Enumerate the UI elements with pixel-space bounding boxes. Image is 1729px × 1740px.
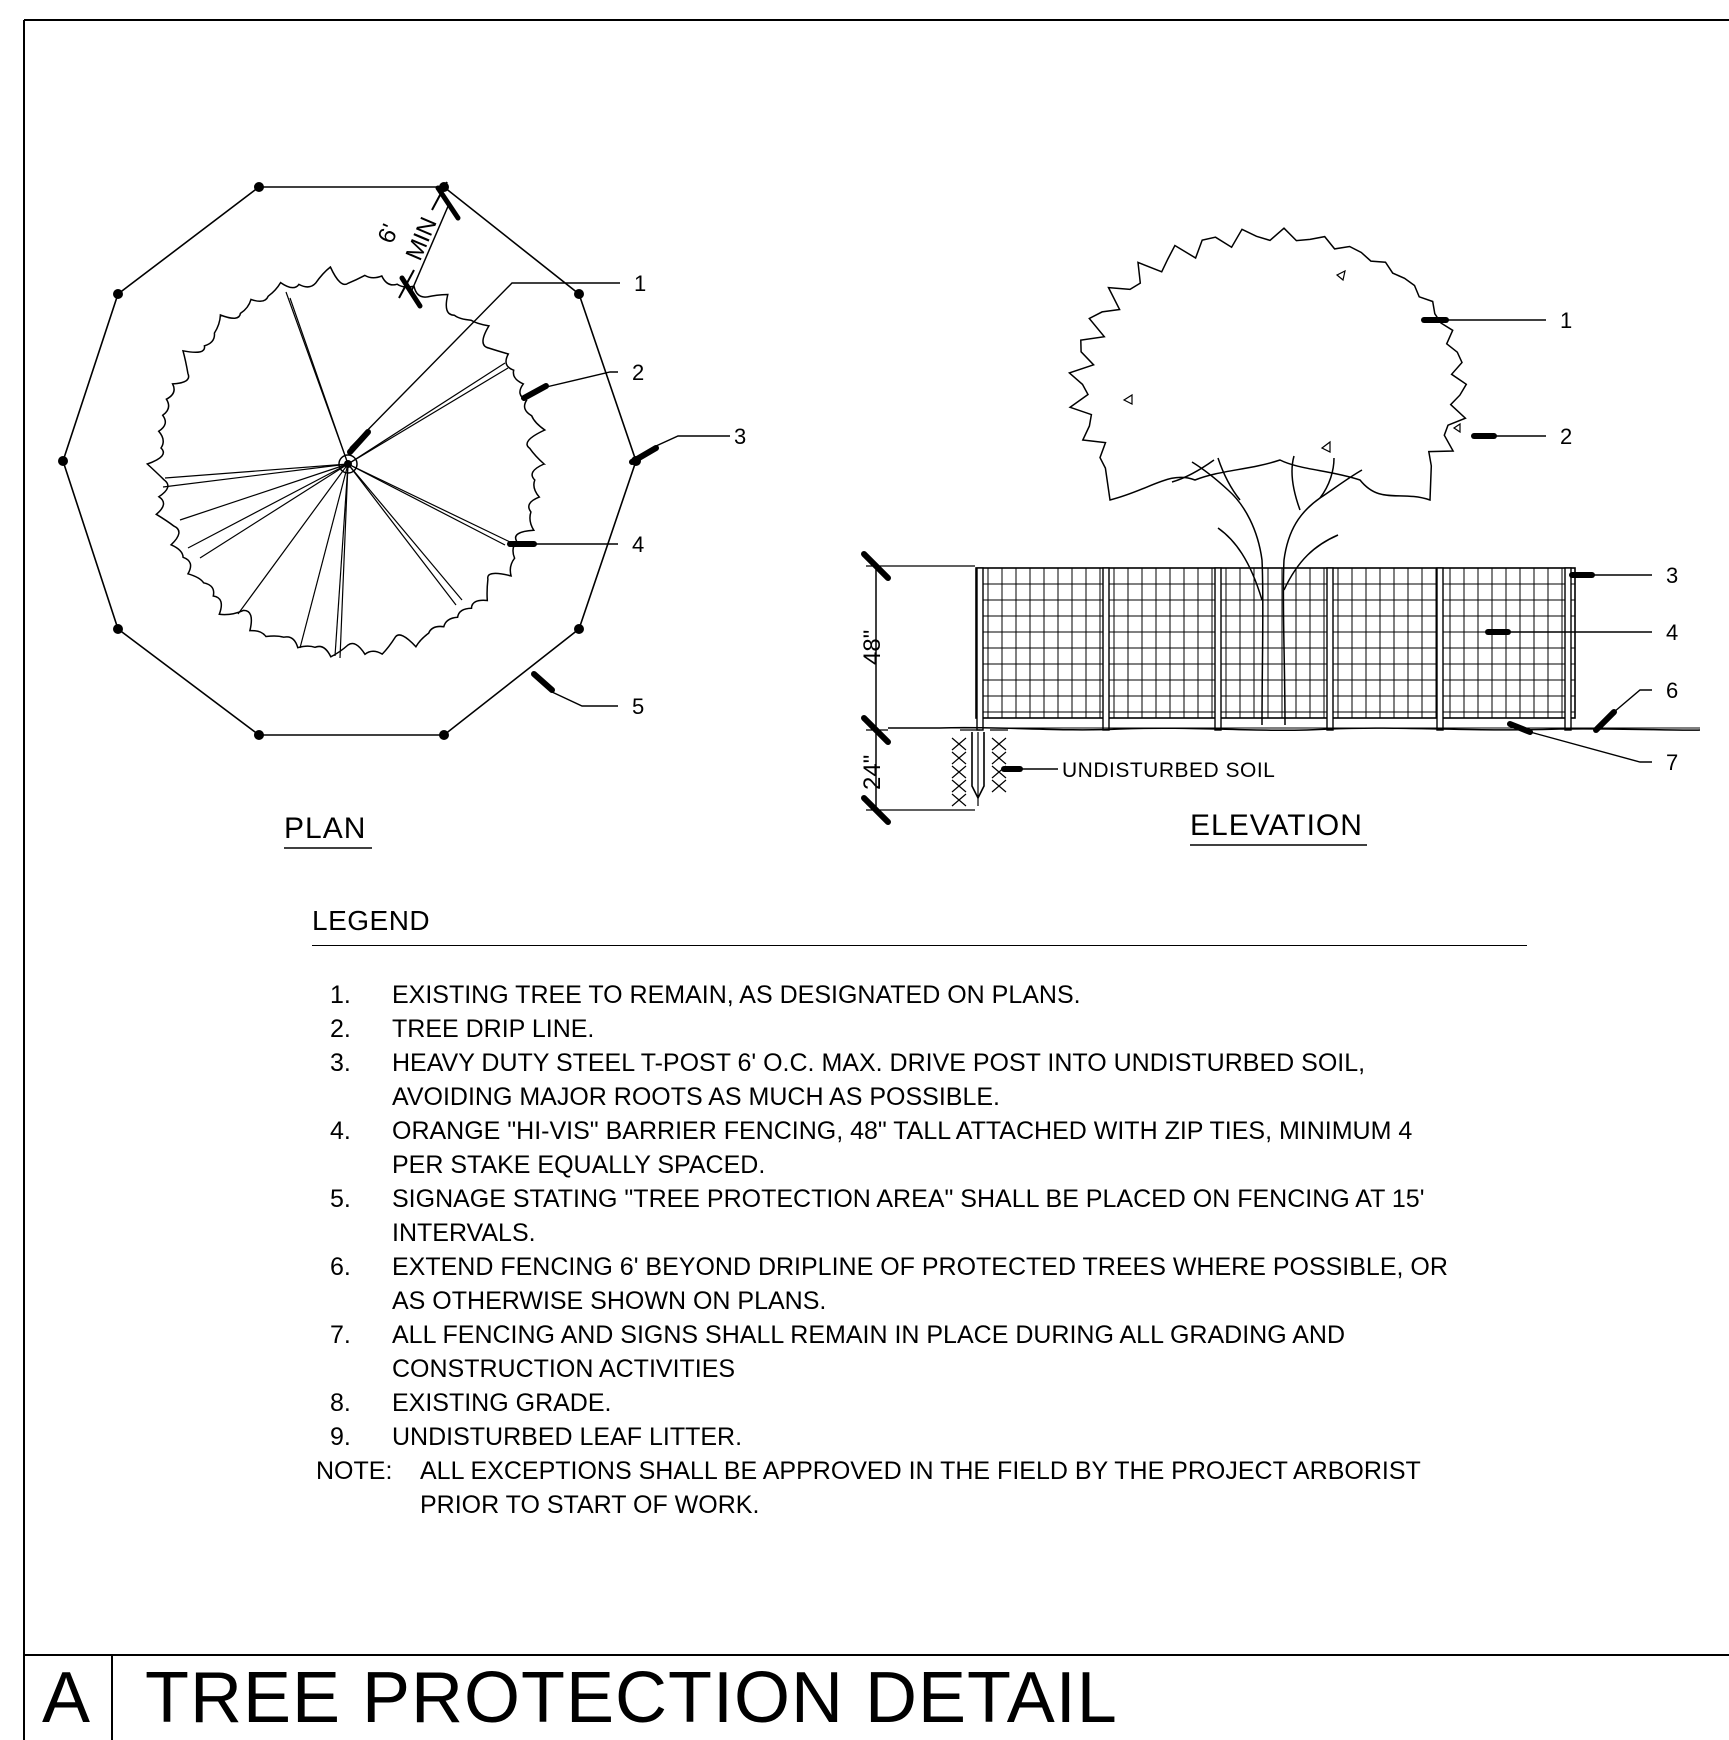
legend-item: 6. EXTEND FENCING 6' BEYOND DRIPLINE OF …: [330, 1250, 1530, 1318]
plan-dim-note: MIN: [401, 213, 443, 264]
legend-item-number: 3.: [330, 1049, 351, 1077]
legend-item-number: 9.: [330, 1423, 351, 1451]
legend-rule: [312, 945, 1527, 946]
elevation-callout-1: 1: [1560, 308, 1572, 333]
elevation-callout-labels: 1 2 3 4 6 7: [1560, 308, 1678, 775]
legend-item-number: 2.: [330, 1015, 351, 1043]
plan-callout-1: 1: [634, 271, 646, 296]
plan-view: 6' MIN 1 2 3 4 5 PLAN: [58, 181, 746, 849]
elevation-dim-48: 48": [859, 630, 886, 665]
plan-min-dimension: [398, 181, 461, 309]
legend-item-text: HEAVY DUTY STEEL T-POST 6' O.C. MAX. DRI…: [392, 1049, 1366, 1111]
elevation-ground-line: [888, 726, 1701, 732]
legend-note: NOTE: ALL EXCEPTIONS SHALL BE APPROVED I…: [316, 1454, 1530, 1522]
legend-item: 2. TREE DRIP LINE.: [330, 1012, 1530, 1046]
detail-title: TREE PROTECTION DETAIL: [145, 1658, 1118, 1738]
legend-title: LEGEND: [312, 905, 431, 936]
elevation-dim-24: 24": [859, 755, 886, 790]
legend-item-text: EXISTING GRADE.: [392, 1389, 612, 1417]
elevation-callout-4: 4: [1666, 620, 1678, 645]
elevation-view: 48" 24" UNDISTURBED SOIL 1 2 3 4 6: [859, 227, 1701, 846]
elevation-fence: [975, 567, 1576, 731]
elevation-callout-2: 2: [1560, 424, 1572, 449]
elevation-tree-trunk: [1171, 455, 1363, 726]
legend-item-number: 7.: [330, 1321, 351, 1349]
elevation-callout-3: 3: [1666, 563, 1678, 588]
plan-tree-canopy: [145, 265, 547, 658]
legend-item: 5. SIGNAGE STATING "TREE PROTECTION AREA…: [330, 1182, 1530, 1250]
legend-item-text: UNDISTURBED LEAF LITTER.: [392, 1423, 743, 1451]
elevation-tree-canopy: [1067, 227, 1468, 502]
legend-item-text: EXTEND FENCING 6' BEYOND DRIPLINE OF PRO…: [392, 1253, 1448, 1315]
plan-callout-4: 4: [632, 532, 644, 557]
legend-item: 3. HEAVY DUTY STEEL T-POST 6' O.C. MAX. …: [330, 1046, 1530, 1114]
elevation-soil-label: UNDISTURBED SOIL: [1062, 759, 1275, 782]
legend-note-label: NOTE:: [316, 1457, 393, 1485]
plan-callout-5: 5: [632, 694, 644, 719]
elevation-callout-6: 6: [1666, 678, 1678, 703]
legend-item-number: 6.: [330, 1253, 351, 1281]
legend-item-number: 1.: [330, 981, 351, 1009]
elevation-dimensions: [861, 551, 975, 825]
elevation-canopy-gaps: [1122, 269, 1461, 453]
legend-item: 9. UNDISTURBED LEAF LITTER.: [330, 1420, 1530, 1454]
legend-item: 1. EXISTING TREE TO REMAIN, AS DESIGNATE…: [330, 978, 1530, 1012]
legend-item-number: 5.: [330, 1185, 351, 1213]
legend-item-text: EXISTING TREE TO REMAIN, AS DESIGNATED O…: [392, 981, 1081, 1009]
legend-item-number: 4.: [330, 1117, 351, 1145]
legend-item-text: TREE DRIP LINE.: [392, 1015, 595, 1043]
plan-callout-labels: 1 2 3 4 5: [632, 271, 746, 719]
plan-leaders: [347, 282, 730, 707]
elevation-leaders: [1421, 317, 1652, 763]
legend-item-text: ALL FENCING AND SIGNS SHALL REMAIN IN PL…: [392, 1321, 1346, 1383]
legend-item-number: 8.: [330, 1389, 351, 1417]
legend-item: 8. EXISTING GRADE.: [330, 1386, 1530, 1420]
elevation-label: ELEVATION: [1190, 809, 1363, 842]
plan-branch-rays: [162, 291, 511, 659]
plan-label: PLAN: [284, 812, 366, 845]
legend-item-text: ORANGE "HI-VIS" BARRIER FENCING, 48" TAL…: [392, 1117, 1413, 1179]
elevation-callout-7: 7: [1666, 750, 1678, 775]
legend-list: 1. EXISTING TREE TO REMAIN, AS DESIGNATE…: [316, 978, 1530, 1522]
legend-item: 4. ORANGE "HI-VIS" BARRIER FENCING, 48" …: [330, 1114, 1530, 1182]
plan-dim-value: 6': [373, 220, 405, 247]
plan-callout-2: 2: [632, 360, 644, 385]
sheet-border: [23, 19, 1729, 1740]
legend-item: 7. ALL FENCING AND SIGNS SHALL REMAIN IN…: [330, 1318, 1530, 1386]
legend-item-text: SIGNAGE STATING "TREE PROTECTION AREA" S…: [392, 1185, 1425, 1247]
detail-letter: A: [42, 1658, 91, 1738]
legend-note-text: ALL EXCEPTIONS SHALL BE APPROVED IN THE …: [420, 1457, 1421, 1519]
elevation-soil-hatch: [951, 729, 1008, 807]
plan-callout-3: 3: [734, 424, 746, 449]
